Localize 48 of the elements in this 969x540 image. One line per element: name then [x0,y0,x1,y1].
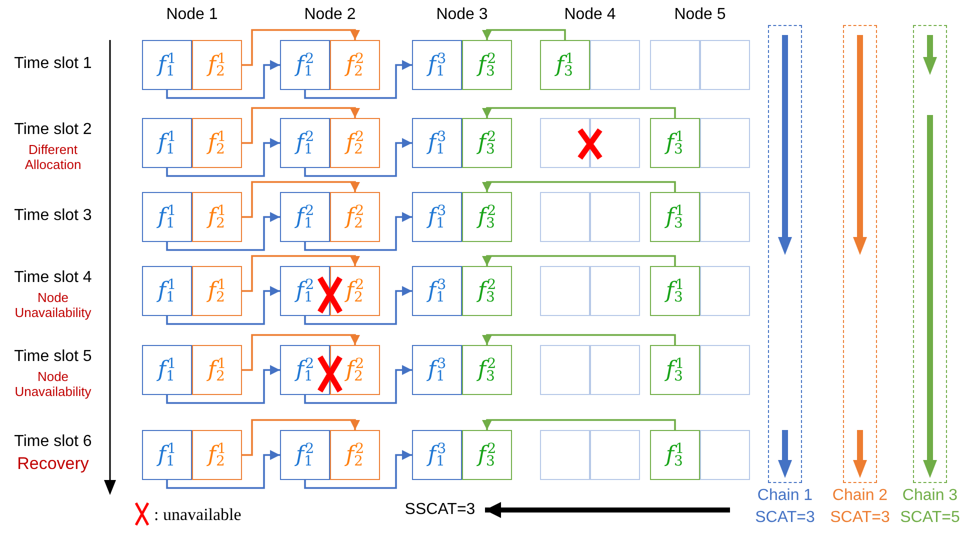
arrow [482,334,676,345]
arrow [242,419,360,456]
scat-label: SCAT=5 [899,509,961,527]
legend-text: : unavailable [154,505,242,525]
arrow [304,212,412,251]
chain-label: Chain 2 [831,487,889,505]
row-label: Time slot 2 [13,121,93,139]
arrow [166,138,280,177]
column-header: Node 5 [673,6,727,24]
arrow [242,334,360,371]
column-header: Node 2 [303,6,357,24]
arrow [166,212,280,251]
row-label: Time slot 4 [13,269,93,287]
status-note: Different Allocation [24,142,82,172]
status-note: Recovery [16,454,90,474]
arrow [482,29,566,40]
arrow [242,29,360,66]
scat-label: SCAT=3 [829,509,891,527]
arrow [166,450,280,489]
arrow [304,450,412,489]
arrow [242,181,360,218]
column-header: Node 4 [563,6,617,24]
arrow [482,181,676,192]
column-header: Node 3 [435,6,489,24]
arrow [304,365,412,404]
status-note: Node Unavailability [14,369,92,399]
arrow [304,286,412,325]
arrow [166,60,280,99]
column-header: Node 1 [165,6,219,24]
arrow [242,255,360,292]
arrow [166,286,280,325]
row-label: Time slot 6 [13,433,93,451]
row-label: Time slot 1 [13,55,93,73]
scat-label: SCAT=3 [754,509,816,527]
row-label: Time slot 5 [13,348,93,366]
arrow [482,419,676,430]
arrow [242,107,360,144]
chain-label: Chain 1 [756,487,814,505]
arrow [485,502,730,518]
arrow [166,365,280,404]
arrow [482,255,676,266]
result-label: SSCAT=3 [395,500,485,520]
arrow [482,107,676,118]
arrow [304,60,412,99]
chain-label: Chain 3 [901,487,959,505]
arrow [304,138,412,177]
row-label: Time slot 3 [13,207,93,225]
status-note: Node Unavailability [14,290,92,320]
